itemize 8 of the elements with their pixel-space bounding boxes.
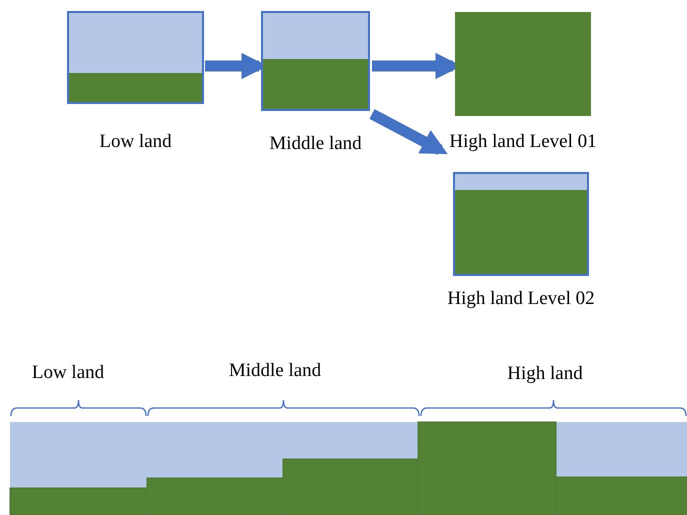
node-label: Middle land: [269, 133, 362, 155]
zone-label: High land: [507, 363, 583, 385]
zone-label: Middle land: [228, 360, 322, 382]
zone-label: Low land: [32, 362, 104, 384]
arrow: [369, 109, 448, 155]
node-label: High land Level 02: [447, 288, 595, 310]
node-label: Low land: [99, 131, 172, 153]
node-label: High land Level 01: [449, 131, 597, 153]
